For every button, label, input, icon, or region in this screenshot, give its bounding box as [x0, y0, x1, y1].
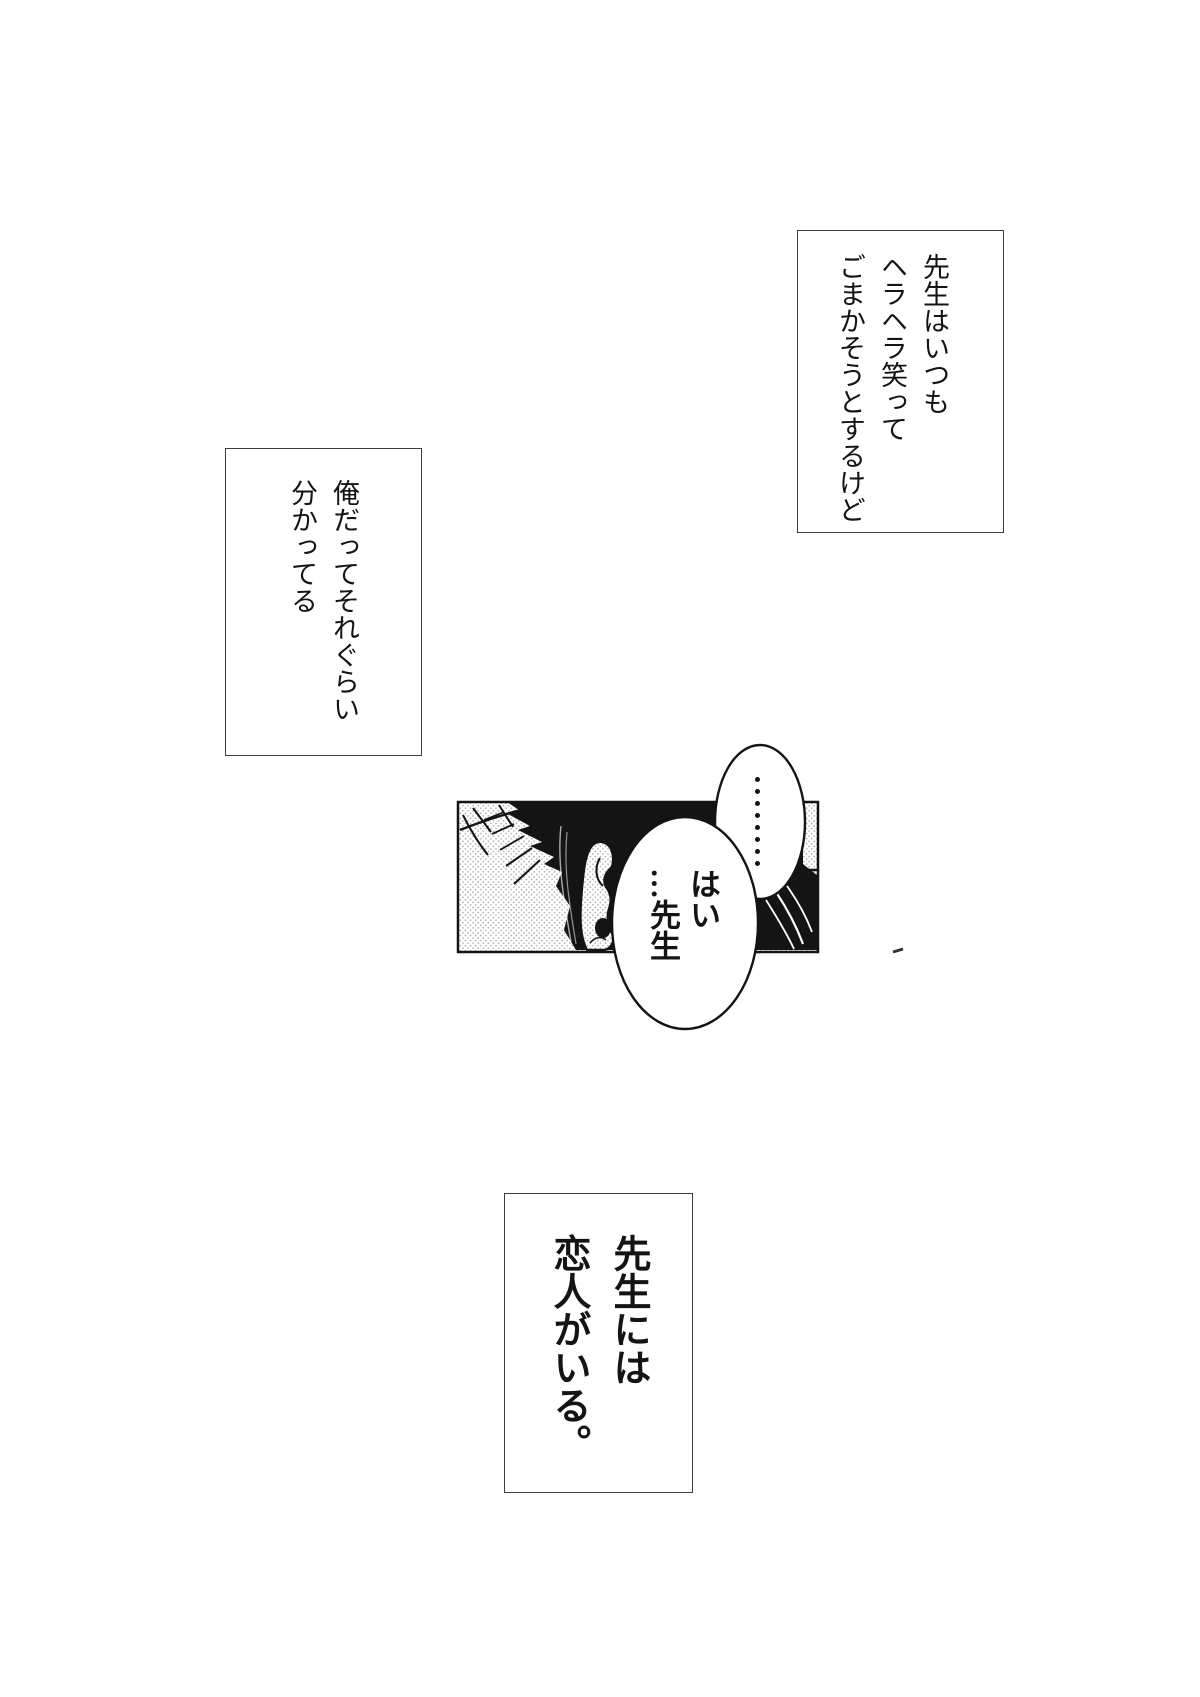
silence-dot [755, 801, 760, 806]
narration-text-top-right: 先生はいつも ヘラヘラ笑って ごまかそうとするけど [835, 253, 949, 523]
speech-bubble-reply-text: はい …先生 [645, 868, 720, 961]
silence-dot [755, 837, 760, 842]
narration-text-bottom: 先生には 恋人がいる。 [547, 1234, 649, 1462]
silence-dot [755, 777, 760, 782]
narration-box-left: 俺だってそれぐらい 分かってる [225, 448, 422, 756]
silence-dot [755, 825, 760, 830]
narration-box-top-right: 先生はいつも ヘラヘラ笑って ごまかそうとするけど [797, 230, 1004, 533]
narration-text-left: 俺だってそれぐらい 分かってる [287, 479, 359, 722]
silence-dot [755, 813, 760, 818]
silence-dot [755, 849, 760, 854]
narration-box-bottom: 先生には 恋人がいる。 [504, 1193, 693, 1493]
silence-dots [755, 777, 760, 866]
ear-artwork [579, 840, 615, 952]
speech-balloon-reply [610, 815, 760, 1031]
silence-dot [755, 861, 760, 866]
silence-dot [755, 789, 760, 794]
stray-ink-mark [892, 947, 904, 954]
